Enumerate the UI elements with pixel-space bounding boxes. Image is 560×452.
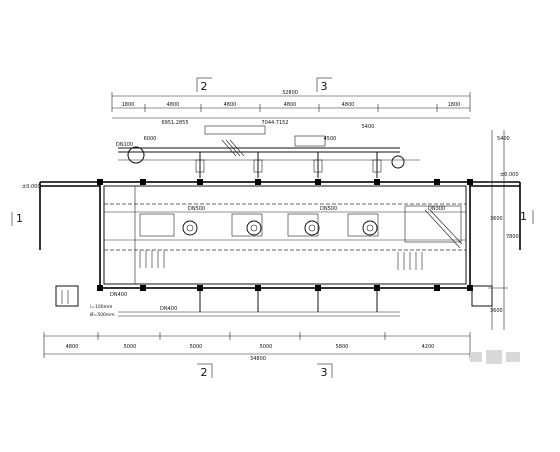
svg-text:2: 2: [201, 366, 208, 379]
lower-dim-seg: 6000: [144, 136, 157, 142]
top-dim-seg: 4800: [224, 102, 237, 108]
lower-dim-seg: 4500: [324, 136, 337, 142]
grid-marker-bottom-2: 2: [197, 363, 213, 379]
bottom-dim-seg: 5800: [336, 344, 349, 350]
structural-columns: [97, 179, 473, 291]
pipe-label-dn500: DN500: [320, 206, 337, 212]
bottom-dim-seg: 5000: [260, 344, 273, 350]
grid-marker-top-3: 3: [316, 77, 332, 93]
note-tube: i=100mm: [90, 304, 112, 310]
lower-piping: DN400 i=100mm Ø=500mm: [90, 290, 400, 318]
bottom-dim-seg: 4200: [422, 344, 435, 350]
overall-bottom-dimension: 34800: [250, 356, 266, 362]
coord-label: 7044.7152: [261, 120, 288, 126]
grid-marker-right: 1: [520, 210, 534, 224]
grid-marker-top-2: 2: [196, 77, 212, 93]
right-dimension-chain: 5400 3600 7800 3600: [488, 130, 519, 330]
svg-text:1: 1: [520, 210, 527, 223]
level-left: ±0.000: [22, 184, 41, 190]
top-dim-seg: 1800: [122, 102, 135, 108]
right-dim: 5400: [497, 136, 510, 142]
bottom-dim-seg: 5000: [124, 344, 137, 350]
right-dim: 7800: [506, 234, 519, 240]
top-dim-seg: 4800: [167, 102, 180, 108]
pipe-label-dn400-lower: DN400: [160, 306, 177, 312]
level-right: ±0.000: [500, 172, 519, 178]
pipe-label-dn100: DN100: [116, 142, 133, 148]
pipe-label-dn500: DN500: [188, 206, 205, 212]
overall-top-dimension: 32800: [282, 90, 298, 96]
upper-piping: DN100: [116, 125, 420, 178]
right-dim: 3600: [490, 216, 503, 222]
top-dim-seg: 4800: [284, 102, 297, 108]
coord-label: 6951.2855: [161, 120, 188, 126]
top-dim-seg: 1800: [448, 102, 461, 108]
grid-marker-bottom-3: 3: [317, 363, 333, 379]
top-dimension-chain: 32800 1800 4800 4800 4800 4800 1800 6951…: [111, 90, 471, 142]
note-bottom: Ø=500mm: [90, 311, 115, 318]
bottom-dimension-chain: 4800 5000 5000 5000 5800 4200 34800: [43, 332, 471, 362]
lower-dim-seg: 5400: [362, 124, 375, 130]
right-dim: 3600: [490, 308, 503, 314]
svg-text:3: 3: [321, 80, 328, 93]
bottom-dim-seg: 4800: [66, 344, 79, 350]
bottom-dim-seg: 5000: [190, 344, 203, 350]
side-structures: ±0.000 ±0.000: [22, 172, 519, 307]
top-dim-seg: 4800: [342, 102, 355, 108]
building-outline: [39, 181, 521, 289]
pipe-label-dn400: DN400: [110, 292, 127, 298]
svg-text:1: 1: [16, 212, 23, 225]
interior-layout: DN400 DN500 DN500 DN300: [104, 186, 466, 298]
svg-text:2: 2: [201, 80, 208, 93]
pipe-label-dn300: DN300: [428, 206, 445, 212]
watermark-logo: [470, 350, 520, 364]
svg-text:3: 3: [321, 366, 328, 379]
grid-marker-left: 1: [11, 212, 23, 226]
